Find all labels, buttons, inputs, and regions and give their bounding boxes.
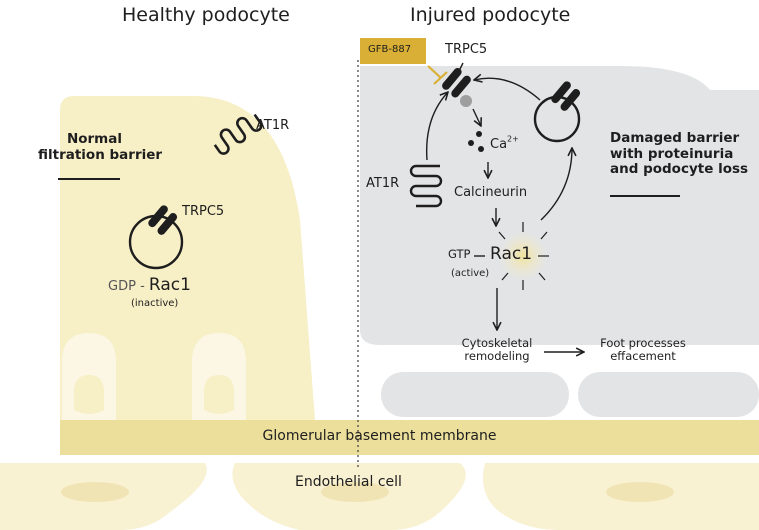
- calcineurin-label: Calcineurin: [454, 185, 528, 200]
- trpc5-label-tick: [458, 62, 464, 72]
- foot-processes-effacement-label: Foot processes effacement: [588, 336, 698, 364]
- healthy-trpc5-label: TRPC5: [182, 204, 225, 219]
- cytoskeletal-line2: remodeling: [464, 349, 530, 364]
- endothelial-cell-label: Endothelial cell: [295, 474, 402, 490]
- foot-processes-line2: effacement: [610, 349, 676, 364]
- arrow-rac1-to-vesicle: [540, 148, 572, 221]
- injured-at1r-receptor-icon: [409, 164, 443, 208]
- injured-podocyte-body: [360, 66, 759, 345]
- pathway-arrows: [425, 78, 584, 352]
- normal-barrier-label: Normal filtration barrier: [38, 131, 163, 163]
- gdp-label: GDP: [108, 279, 136, 294]
- rac1-glow: [499, 232, 547, 280]
- injured-trpc5-label: TRPC5: [445, 42, 488, 57]
- damaged-barrier-label: Damaged barrier with proteinuria and pod…: [610, 130, 749, 178]
- healthy-rac1-group: GDP - Rac1: [108, 275, 191, 295]
- glomerular-basement-membrane: [60, 420, 759, 455]
- gtp-label: GTP: [448, 247, 471, 261]
- rac1-activation-rays: [498, 222, 549, 290]
- injured-foot-process-1: [381, 372, 569, 417]
- gfb887-badge: [360, 38, 426, 64]
- calcium-charge: 2+: [507, 134, 519, 144]
- healthy-trpc5-channel-icon: [148, 205, 178, 235]
- normal-barrier-label-line2: filtration barrier: [38, 146, 163, 163]
- endothelial-nucleus-center: [321, 482, 389, 502]
- injured-vesicle-trpc5-icon: [551, 81, 581, 111]
- endothelial-layer: [0, 463, 759, 530]
- endothelial-nucleus-right: [606, 482, 674, 502]
- healthy-at1r-receptor-icon: [213, 113, 263, 155]
- trpc5-pore-dot: [460, 95, 472, 107]
- healthy-podocyte-body: [60, 96, 315, 420]
- gfb887-label: GFB-887: [368, 44, 412, 55]
- injured-trpc5-channel-icon: [442, 67, 471, 98]
- arrow-vesicle-to-membrane: [474, 78, 541, 101]
- injured-foot-process-2: [578, 372, 759, 417]
- rac1-inactive-label: (inactive): [131, 298, 179, 309]
- rac1-active-label: (active): [451, 268, 490, 279]
- damaged-barrier-line2: with proteinuria: [610, 145, 734, 162]
- injured-panel-title: Injured podocyte: [410, 4, 571, 26]
- healthy-rac1-label: Rac1: [148, 275, 191, 295]
- endothelial-nucleus-left: [61, 482, 129, 502]
- calcium-dot-3: [478, 146, 484, 152]
- healthy-panel-title: Healthy podocyte: [122, 4, 290, 26]
- gfb887-inhibition-mark: [427, 65, 448, 85]
- calcium-dot-2: [468, 140, 474, 146]
- healthy-foot-process-1: [74, 375, 104, 414]
- calcium-dot-1: [476, 131, 482, 137]
- damaged-barrier-line3: and podocyte loss: [610, 161, 749, 178]
- injured-rac1-label: Rac1: [490, 244, 533, 264]
- cytoskeletal-line1: Cytoskeletal: [461, 336, 533, 350]
- healthy-foot-process-2: [204, 375, 234, 414]
- damaged-barrier-line1: Damaged barrier: [610, 130, 740, 146]
- healthy-at1r-label: AT1R: [256, 118, 290, 133]
- arrow-trpc5-to-calcium: [472, 108, 481, 126]
- calcium-label: Ca2+: [490, 134, 519, 153]
- gbm-label: Glomerular basement membrane: [262, 428, 497, 444]
- arrow-at1r-to-trpc5: [425, 92, 448, 161]
- foot-processes-line1: Foot processes: [600, 336, 686, 350]
- calcium-symbol: Ca: [490, 137, 508, 152]
- cytoskeletal-remodeling-label: Cytoskeletal remodeling: [452, 336, 542, 364]
- normal-barrier-label-line1: Normal: [66, 131, 122, 147]
- injured-at1r-label: AT1R: [366, 176, 400, 191]
